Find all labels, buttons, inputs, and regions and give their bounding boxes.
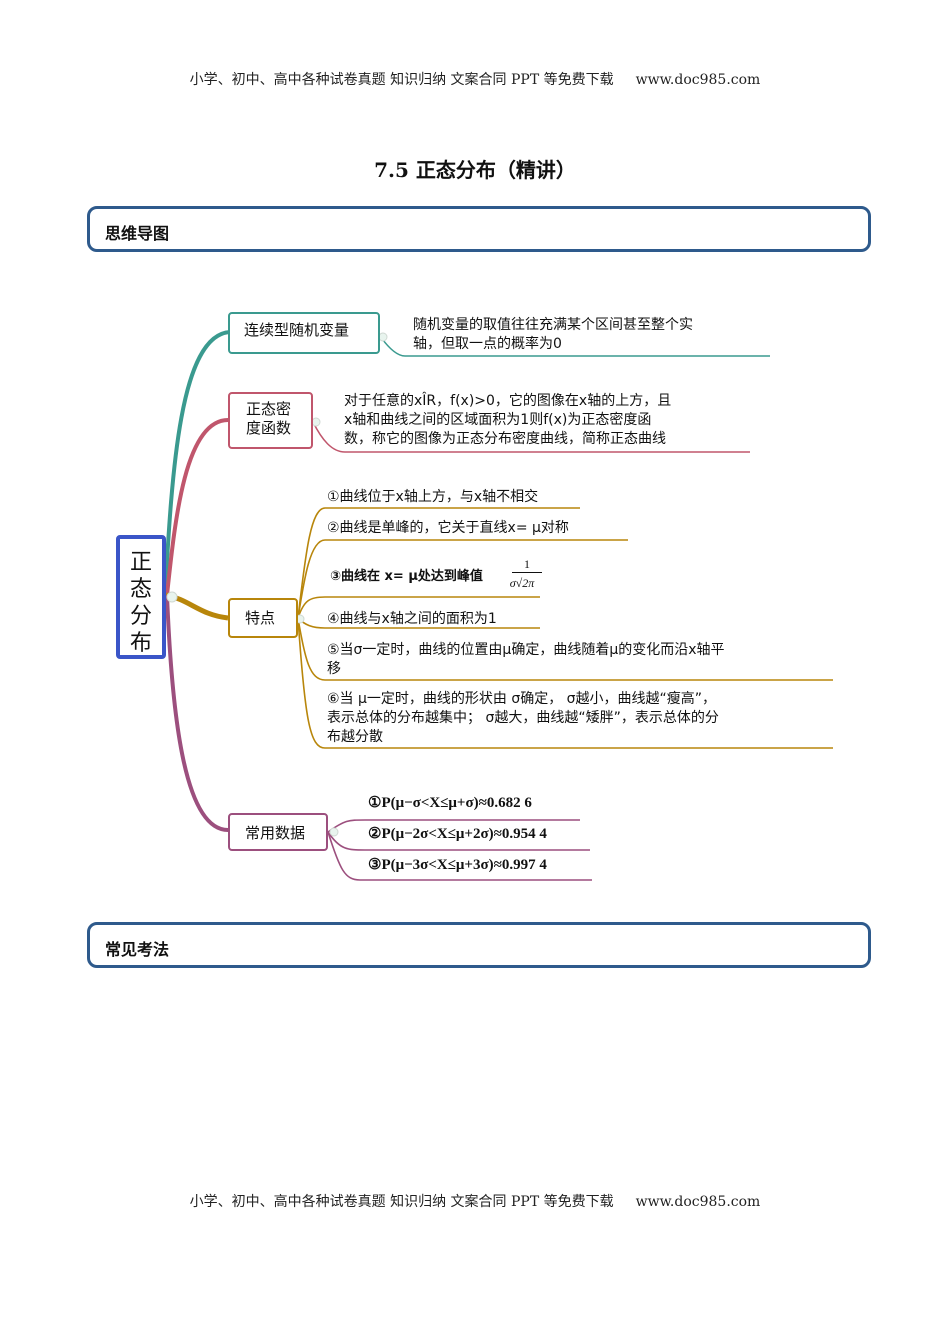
center-char-1: 正 [129,550,152,575]
branch-features-label: 特点 [245,609,276,627]
density-description: 对于任意的xÎR，f(x)>0，它的图像在x轴的上方，且 x轴和曲线之间的区域面… [344,392,671,449]
page-title: 7.5 正态分布（精讲） [374,158,576,182]
page-header: 小学、初中、高中各种试卷真题 知识归纳 文案合同 PPT 等免费下载 www.do… [0,69,950,89]
branch-data-label: 常用数据 [245,824,306,842]
feature-6-line-1: ⑥当 μ一定时，曲线的形状由 σ确定， σ越小，曲线越“瘦高”， [327,691,717,707]
feature-item-4: ④曲线与x轴之间的面积为1 [327,611,497,627]
data-item-1: ①P(μ−σ<X≤μ+σ)≈0.682 6 [368,795,532,811]
feature-item-6: ⑥当 μ一定时，曲线的形状由 σ确定， σ越小，曲线越“瘦高”， 表示总体的分布… [327,690,719,747]
peak-fraction-denominator: σ√2π [509,576,535,590]
branch-continuous-node: 连续型随机变量 [228,312,380,354]
section-mindmap-box: 思维导图 [87,206,871,252]
section-exam-box: 常见考法 [87,922,871,968]
center-char-3: 分 [129,604,152,629]
branch-continuous-label: 连续型随机变量 [244,321,350,339]
center-char-4: 布 [129,631,152,656]
feature-6-line-3: 布越分散 [327,729,383,745]
data-item-3: ③P(μ−3σ<X≤μ+3σ)≈0.997 4 [368,857,547,873]
footer-site-link[interactable]: www.doc985.com [635,1194,761,1210]
header-text: 小学、初中、高中各种试卷真题 知识归纳 文案合同 PPT 等免费下载 [189,72,614,88]
feature-item-5: ⑤当σ一定时，曲线的位置由μ确定，曲线随着μ的变化而沿x轴平 移 [327,641,725,679]
section-mindmap-title: 思维导图 [105,224,170,243]
feature-6-line-2: 表示总体的分布越集中； σ越大，曲线越“矮胖”，表示总体的分 [327,710,719,726]
header-site-link[interactable]: www.doc985.com [635,72,761,88]
branch-density-label-line-2: 度函数 [246,419,292,437]
feature-item-1: ①曲线位于x轴上方，与x轴不相交 [327,489,539,505]
feature-5-line-1: ⑤当σ一定时，曲线的位置由μ确定，曲线随着μ的变化而沿x轴平 [327,642,725,658]
continuous-desc-line-1: 随机变量的取值往往充满某个区间甚至整个实 [413,317,693,333]
feature-5-line-2: 移 [327,661,341,677]
feature-item-2: ②曲线是单峰的，它关于直线x= μ对称 [327,520,569,536]
feature-item-3: ③曲线在 x= μ处达到峰值 [330,569,483,584]
branch-density-node: 正态密 度函数 [228,392,313,449]
branch-density-label-line-1: 正态密 [246,400,292,418]
section-exam-title: 常见考法 [105,940,170,959]
mindmap-center-node: 正 态 分 布 [116,535,166,659]
mindmap-connectors [163,330,833,881]
branch-features-node: 特点 [228,598,298,638]
density-desc-line-3: 数，称它的图像为正态分布密度曲线，简称正态曲线 [344,431,666,447]
data-item-2: ②P(μ−2σ<X≤μ+2σ)≈0.954 4 [368,826,547,842]
continuous-description: 随机变量的取值往往充满某个区间甚至整个实 轴，但取一点的概率为0 [413,316,693,354]
peak-fraction-numerator: 1 [512,557,542,573]
density-desc-line-2: x轴和曲线之间的区域面积为1则f(x)为正态密度函 [344,412,652,428]
footer-text: 小学、初中、高中各种试卷真题 知识归纳 文案合同 PPT 等免费下载 [189,1194,614,1210]
center-char-2: 态 [129,577,152,602]
density-desc-line-1: 对于任意的xÎR，f(x)>0，它的图像在x轴的上方，且 [344,393,672,409]
page-footer: 小学、初中、高中各种试卷真题 知识归纳 文案合同 PPT 等免费下载 www.do… [0,1191,950,1211]
branch-data-node: 常用数据 [228,813,328,851]
continuous-desc-line-2: 轴，但取一点的概率为0 [413,336,562,352]
